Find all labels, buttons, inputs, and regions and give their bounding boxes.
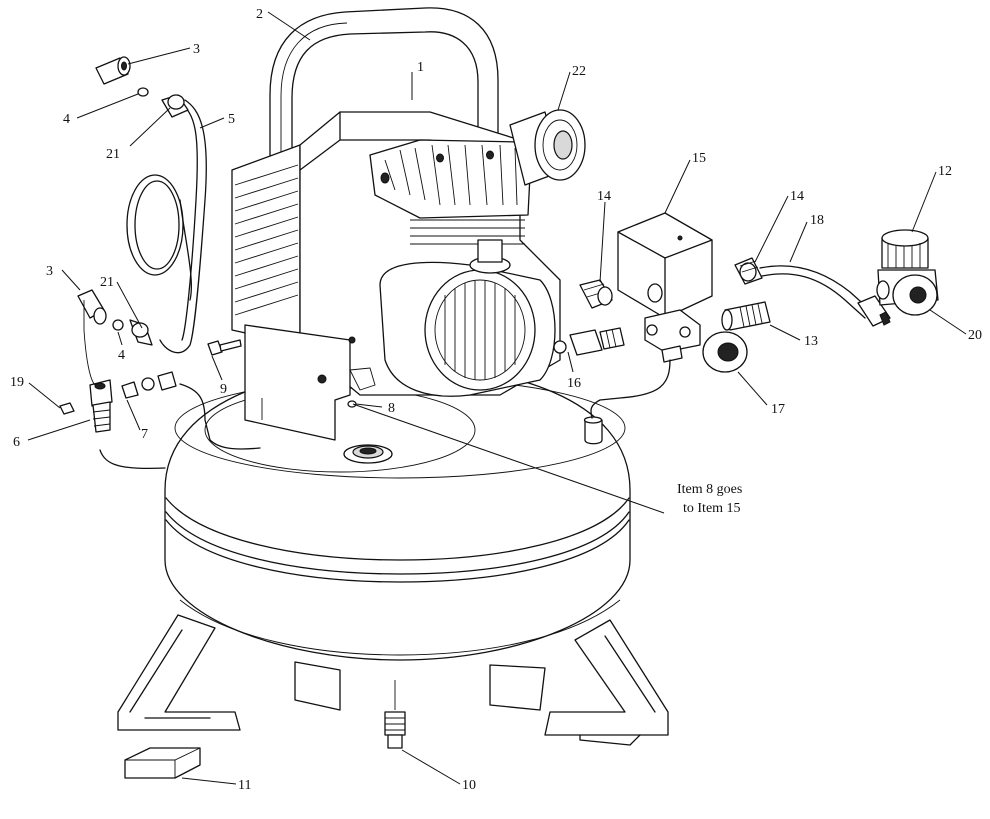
small-plug <box>59 402 75 415</box>
assembly-note: Item 8 goes to Item 15 <box>677 482 742 516</box>
lower-elbow-fitting <box>77 289 107 330</box>
tank-gauge <box>702 331 748 373</box>
callout-20: 20 <box>968 328 982 343</box>
tank-legs <box>117 614 669 746</box>
handle <box>269 7 499 421</box>
callout-17: 17 <box>771 402 785 417</box>
cylinder-head <box>369 139 531 219</box>
callout-1: 1 <box>417 60 424 75</box>
air-tank <box>164 364 631 661</box>
motor-pump <box>231 111 561 441</box>
lower-ferrule-fitting <box>129 319 153 346</box>
callout-9: 9 <box>220 382 227 397</box>
callout-16: 16 <box>567 376 581 391</box>
callout-4-lower: 4 <box>118 348 125 363</box>
leader-lines <box>27 11 967 785</box>
callout-21-lower: 21 <box>100 275 114 290</box>
callout-7: 7 <box>141 427 148 442</box>
drain-valve <box>384 680 406 749</box>
callout-6: 6 <box>13 435 20 450</box>
compression-nuts <box>121 371 177 399</box>
note-line-2: to Item 15 <box>683 501 741 516</box>
upper-elbow-fitting <box>95 56 131 85</box>
callout-14-right: 14 <box>790 189 804 204</box>
callout-4-upper: 4 <box>63 112 70 127</box>
callout-10: 10 <box>462 778 476 793</box>
hose-assembly <box>126 99 207 354</box>
callout-22: 22 <box>572 64 586 79</box>
callout-14-left: 14 <box>597 189 611 204</box>
callout-11: 11 <box>238 778 251 793</box>
air-filter <box>509 109 586 186</box>
tank-port-icon <box>343 444 393 464</box>
regulator-gauge <box>892 274 938 316</box>
callout-2: 2 <box>256 7 263 22</box>
upper-nut-fitting <box>137 87 149 97</box>
safety-valve <box>553 327 625 356</box>
fan-guard <box>379 239 556 397</box>
tank-fitting-icon <box>583 416 603 445</box>
upper-ferrule-fitting <box>161 94 189 118</box>
callout-8: 8 <box>388 401 395 416</box>
callout-12: 12 <box>938 164 952 179</box>
strain-relief-right <box>734 257 763 285</box>
callout-3-lower: 3 <box>46 264 53 279</box>
power-cord <box>759 265 891 327</box>
rubber-foot <box>124 747 201 779</box>
callout-21-upper: 21 <box>106 147 120 162</box>
note-line-1: Item 8 goes <box>677 482 742 497</box>
callout-3-upper: 3 <box>193 42 200 57</box>
callout-15: 15 <box>692 151 706 166</box>
callout-13: 13 <box>804 334 818 349</box>
pipe-nipple <box>721 301 771 331</box>
callout-18: 18 <box>810 213 824 228</box>
strain-relief-left <box>579 279 613 309</box>
lower-nut-fitting <box>112 319 124 331</box>
callout-5: 5 <box>228 112 235 127</box>
pressure-switch <box>617 212 713 363</box>
check-valve <box>89 379 113 433</box>
callout-19: 19 <box>10 375 24 390</box>
bolt <box>207 339 242 356</box>
callout-labels: 1 2 3 3 4 4 5 6 7 8 9 10 11 12 13 14 14 … <box>10 7 982 793</box>
nut <box>347 400 357 408</box>
